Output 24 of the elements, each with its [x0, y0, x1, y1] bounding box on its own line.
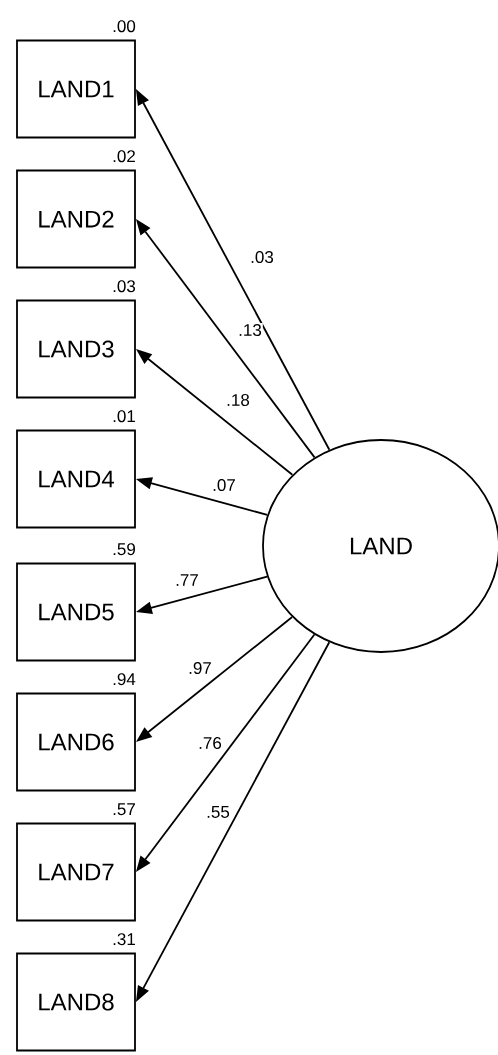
observed-variable-box: LAND1 — [16, 39, 136, 139]
variance-label: .00 — [113, 20, 136, 33]
observed-variable-box: LAND5 — [16, 562, 136, 662]
observed-variable-box: LAND8 — [16, 952, 136, 1052]
observed-variable-box: LAND3 — [16, 299, 136, 399]
variance-label: .03 — [113, 280, 136, 293]
variance-label: .57 — [113, 803, 135, 816]
observed-variable-box: LAND6 — [16, 692, 136, 792]
edge-label: .76 — [197, 736, 223, 750]
variance-label: .31 — [113, 933, 135, 946]
edge-label: .03 — [249, 250, 275, 265]
observed-variable-box: LAND2 — [16, 169, 136, 269]
observed-variable-box: LAND7 — [16, 822, 136, 922]
edge-label: .07 — [211, 478, 237, 493]
variance-label: .94 — [113, 673, 136, 686]
variance-label: .02 — [113, 150, 135, 163]
edge-label: .55 — [205, 805, 231, 819]
observed-variable-box: LAND4 — [16, 429, 136, 529]
edge-label: .77 — [174, 573, 200, 587]
edge-label: .18 — [225, 393, 251, 408]
variance-label: .01 — [113, 410, 135, 423]
edge-label: .13 — [237, 323, 263, 338]
edge-label: .97 — [187, 661, 213, 675]
variance-label: .59 — [113, 543, 135, 556]
